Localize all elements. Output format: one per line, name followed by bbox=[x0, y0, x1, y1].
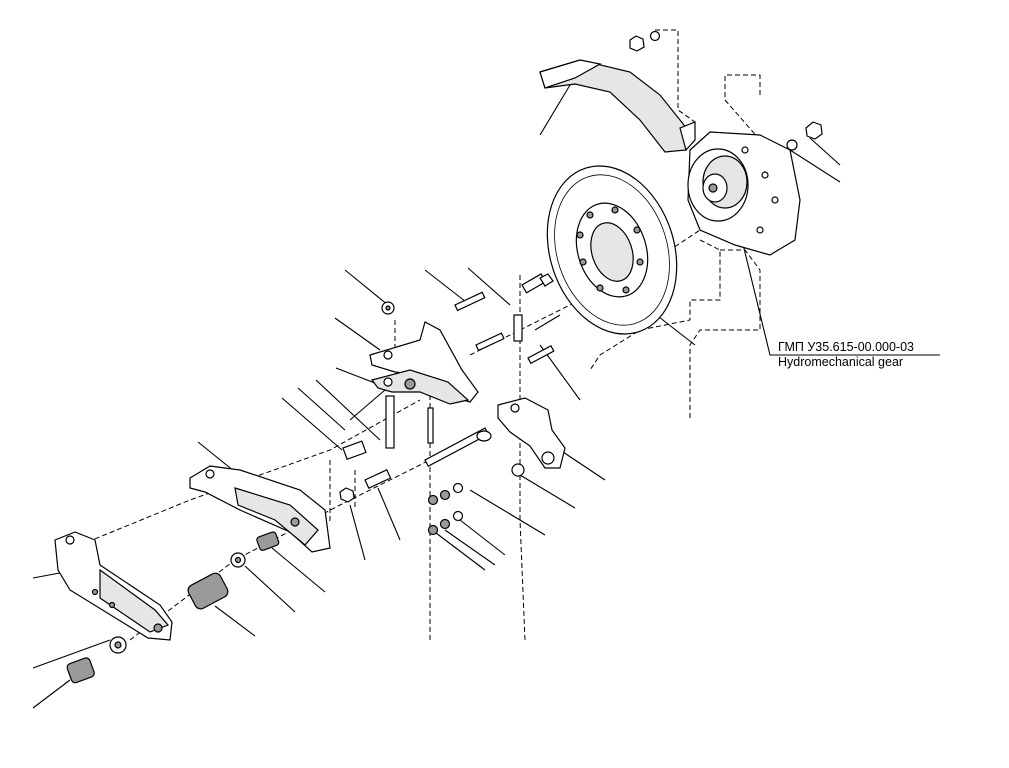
lower-nut bbox=[66, 657, 95, 684]
bracket bbox=[369, 321, 479, 405]
gear-name-label: Hydromechanical gear bbox=[778, 355, 903, 369]
bracket-washer bbox=[381, 301, 395, 315]
leader-lines bbox=[32, 84, 940, 709]
hydromechanical-gear bbox=[687, 131, 801, 256]
long-bolt bbox=[424, 427, 492, 467]
fender-guard bbox=[539, 59, 696, 153]
clevis-pin bbox=[342, 389, 434, 461]
nuts-and-washers bbox=[339, 469, 464, 536]
pins bbox=[454, 291, 561, 365]
link-arm bbox=[189, 465, 331, 553]
small-spring bbox=[256, 531, 280, 551]
gear-nut-and-washer bbox=[786, 121, 823, 151]
lower-washer bbox=[109, 636, 127, 654]
disc-bolt bbox=[521, 273, 554, 294]
gear-code-label: ГМП У35.615-00.000-03 bbox=[778, 340, 914, 354]
brake-disc bbox=[546, 165, 678, 335]
lower-arm bbox=[54, 531, 173, 641]
top-nut bbox=[629, 30, 661, 52]
brake-lever bbox=[497, 397, 566, 477]
large-spring bbox=[187, 572, 229, 610]
spring-washer bbox=[230, 552, 246, 568]
